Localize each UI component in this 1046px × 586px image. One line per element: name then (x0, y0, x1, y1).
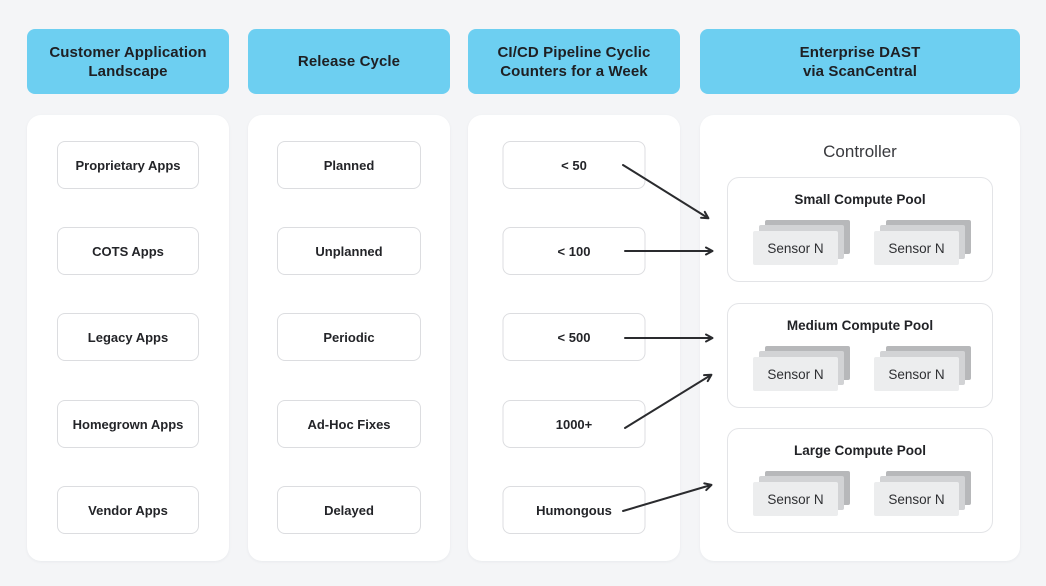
sensor-card: Sensor N (753, 231, 838, 265)
node-proprietary-apps: Proprietary Apps (57, 141, 199, 189)
node-planned: Planned (277, 141, 421, 189)
card-landscape: Proprietary Apps COTS Apps Legacy Apps H… (27, 115, 229, 561)
controller-label: Controller (823, 142, 897, 161)
node-cots-apps: COTS Apps (57, 227, 199, 275)
card-release-cycle: Planned Unplanned Periodic Ad-Hoc Fixes … (248, 115, 450, 561)
sensor-card: Sensor N (753, 357, 838, 391)
node-legacy-apps: Legacy Apps (57, 313, 199, 361)
header-line: via ScanCentral (802, 62, 918, 80)
node-lt-50: < 50 (502, 141, 646, 189)
sensor-stack: Sensor N (874, 346, 971, 391)
header-line: Counters for a Week (500, 62, 648, 80)
node-periodic: Periodic (277, 313, 421, 361)
pool-large-compute: Large Compute Pool Sensor N Sensor N (727, 428, 993, 533)
pool-title: Medium Compute Pool (786, 318, 934, 333)
node-delayed: Delayed (277, 486, 421, 534)
header-release-cycle: Release Cycle (248, 29, 450, 94)
node-lt-100: < 100 (502, 227, 646, 275)
header-line: CI/CD Pipeline Cyclic (497, 43, 651, 61)
sensor-card: Sensor N (874, 357, 959, 391)
header-line: Enterprise DAST (799, 43, 921, 61)
header-enterprise-dast: Enterprise DAST via ScanCentral (700, 29, 1020, 94)
pool-title: Large Compute Pool (793, 443, 926, 458)
sensor-stack: Sensor N (874, 220, 971, 265)
header-customer-application-landscape: Customer Application Landscape (27, 29, 229, 94)
node-adhoc-fixes: Ad-Hoc Fixes (277, 400, 421, 448)
node-homegrown-apps: Homegrown Apps (57, 400, 199, 448)
sensor-stack: Sensor N (753, 471, 850, 516)
sensor-stack: Sensor N (753, 220, 850, 265)
header-cicd-pipeline-counters: CI/CD Pipeline Cyclic Counters for a Wee… (468, 29, 680, 94)
card-enterprise-dast: Controller Small Compute Pool Sensor N S… (700, 115, 1020, 561)
header-line: Release Cycle (297, 53, 401, 70)
node-1000-plus: 1000+ (502, 400, 646, 448)
card-counters: < 50 < 100 < 500 1000+ Humongous (468, 115, 680, 561)
node-vendor-apps: Vendor Apps (57, 486, 199, 534)
header-line: Customer Application (49, 43, 207, 61)
sensor-stack: Sensor N (874, 471, 971, 516)
node-unplanned: Unplanned (277, 227, 421, 275)
pool-title: Small Compute Pool (794, 192, 926, 207)
sensor-card: Sensor N (874, 231, 959, 265)
sensor-card: Sensor N (874, 482, 959, 516)
sensor-card: Sensor N (753, 482, 838, 516)
node-humongous: Humongous (502, 486, 646, 534)
pool-medium-compute: Medium Compute Pool Sensor N Sensor N (727, 303, 993, 408)
node-lt-500: < 500 (502, 313, 646, 361)
pool-small-compute: Small Compute Pool Sensor N Sensor N (727, 177, 993, 282)
sensor-stack: Sensor N (753, 346, 850, 391)
header-line: Landscape (88, 62, 168, 80)
